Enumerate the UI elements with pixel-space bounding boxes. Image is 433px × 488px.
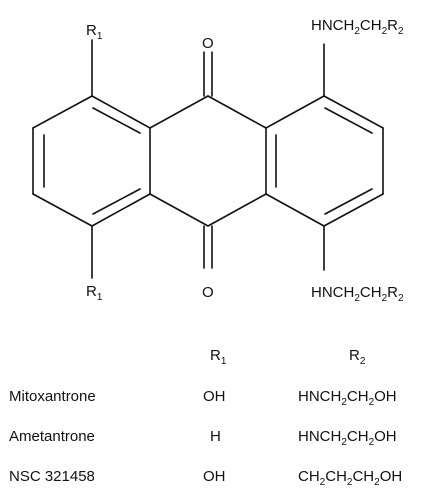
oxygen-top-label: O xyxy=(202,35,214,52)
r1-value: OH xyxy=(203,468,226,485)
r1-value: OH xyxy=(203,388,226,405)
right-ring xyxy=(265,95,384,227)
table-row: Ametantrone H HNCH2CH2OH xyxy=(9,428,397,448)
r1-top-label: R1 xyxy=(86,22,103,42)
header-r1: R1 xyxy=(210,347,227,367)
r2-value: HNCH2CH2OH xyxy=(298,388,397,408)
r1-bottom-label: R1 xyxy=(86,283,103,303)
left-ring xyxy=(32,95,151,227)
amine-top-label: HNCH2CH2R2 xyxy=(311,17,404,37)
table-row: Mitoxantrone OH HNCH2CH2OH xyxy=(9,388,397,408)
compound-name: Mitoxantrone xyxy=(9,388,96,405)
r1-value: H xyxy=(210,428,221,445)
compound-name: Ametantrone xyxy=(9,428,95,445)
r2-value: HNCH2CH2OH xyxy=(298,428,397,448)
substituent-table: R1 R2 Mitoxantrone OH HNCH2CH2OH Ametant… xyxy=(9,347,402,488)
amine-bottom-label: HNCH2CH2R2 xyxy=(311,284,404,304)
r2-value: CH2CH2CH2OH xyxy=(298,468,402,488)
table-row: NSC 321458 OH CH2CH2CH2OH xyxy=(9,468,402,488)
oxygen-bottom-label: O xyxy=(202,284,214,301)
central-ring xyxy=(149,51,267,269)
compound-name: NSC 321458 xyxy=(9,468,95,485)
header-r2: R2 xyxy=(349,347,366,367)
